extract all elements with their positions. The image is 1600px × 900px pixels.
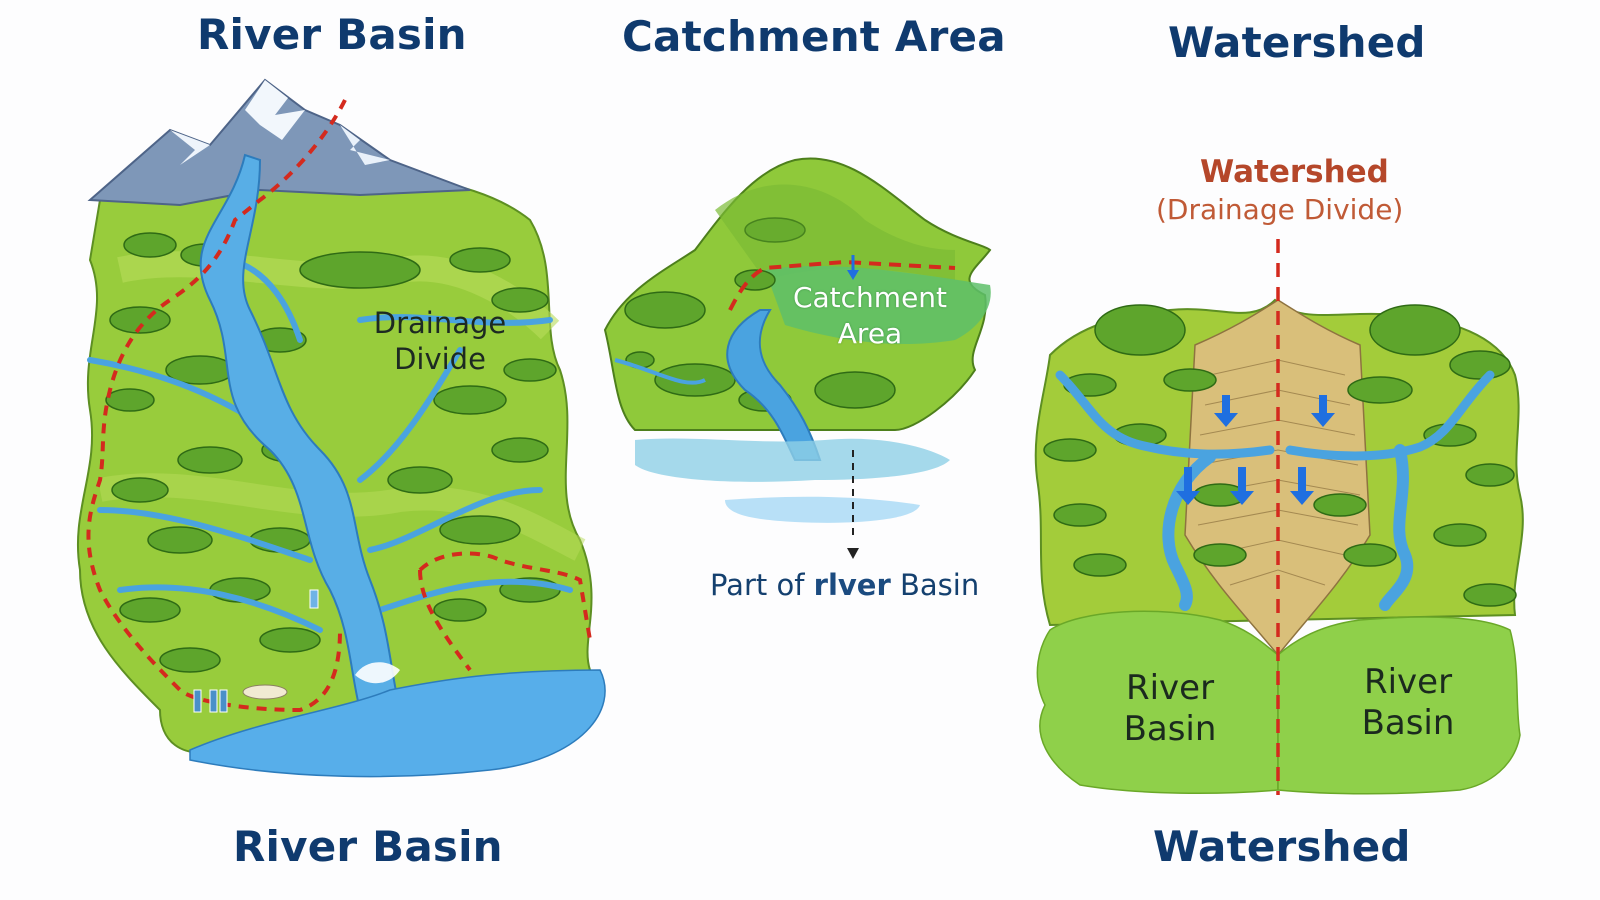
watershed-map	[1034, 235, 1524, 795]
river-basin-illustration: Drainage Divide	[60, 70, 620, 780]
caption-garbled-word: rlver	[813, 568, 891, 602]
caption-suffix: Basin	[899, 568, 980, 602]
right-basin-line1: River	[1363, 662, 1453, 702]
drainage-label-line1: Drainage	[373, 306, 507, 340]
left-basin-line1: River	[1125, 668, 1215, 708]
arrow-down-icon	[847, 548, 859, 559]
drainage-divide-line	[86, 99, 347, 713]
lower-water	[635, 438, 950, 482]
footer-river-basin: River Basin	[233, 822, 503, 871]
catchment-label-line1: Catchment	[792, 281, 948, 314]
lake	[189, 669, 606, 778]
river-basin-map	[76, 78, 606, 778]
catchment-map	[603, 157, 992, 540]
right-river-basin-zone	[1277, 616, 1521, 795]
caption-prefix: Part of	[710, 568, 805, 602]
buildings	[193, 589, 319, 713]
header-river-basin: River Basin	[197, 10, 467, 59]
watershed-divide-subtitle: (Drainage Divide)	[1156, 193, 1404, 226]
catchment-divide-line	[728, 259, 956, 311]
catchment-area-label: Catchment Area	[780, 280, 960, 352]
footer-watershed: Watershed	[1153, 822, 1411, 871]
drainage-divide-label: Drainage Divide	[365, 305, 515, 377]
right-basin-line2: Basin	[1361, 703, 1455, 743]
catchment-label-line2: Area	[837, 317, 903, 350]
left-river-basin-label: River Basin	[1115, 668, 1225, 750]
left-river-basin-zone	[1036, 610, 1279, 795]
watershed-divide-title: Watershed	[1200, 154, 1389, 190]
right-river-basin-label: River Basin	[1353, 662, 1463, 744]
flow-arrows	[1176, 395, 1335, 505]
drainage-label-line2: Divide	[394, 342, 486, 376]
header-watershed: Watershed	[1168, 18, 1426, 67]
catchment-area-illustration: Catchment Area	[595, 150, 1000, 559]
header-catchment-area: Catchment Area	[622, 12, 1006, 61]
catchment-zone	[765, 265, 991, 345]
left-basin-line2: Basin	[1123, 709, 1217, 749]
part-of-river-basin-caption: Part of rlver Basin	[710, 568, 979, 602]
watershed-illustration: River Basin River Basin	[1020, 235, 1530, 800]
